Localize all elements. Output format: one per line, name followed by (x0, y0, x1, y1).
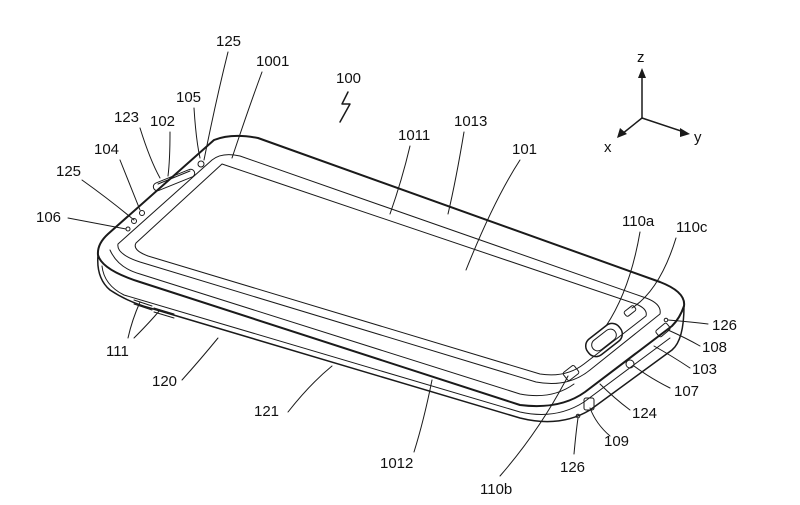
front-camera-icon (197, 160, 205, 168)
label-107: 107 (674, 383, 699, 400)
label-126-bottom: 126 (560, 459, 585, 476)
label-102: 102 (150, 113, 175, 130)
label-110a: 110a (622, 213, 655, 230)
reference-labels: 125 1001 105 123 102 104 125 106 1011 10… (36, 33, 737, 498)
microphone-hole-icon (663, 317, 669, 323)
label-108: 108 (702, 339, 727, 356)
usb-port-icon (655, 322, 671, 338)
label-101: 101 (512, 141, 537, 158)
speaker-grille (152, 168, 196, 192)
label-1011: 1011 (398, 127, 430, 144)
lightning-arrow-icon (339, 91, 351, 123)
recent-key-icon (623, 305, 637, 317)
label-125-top: 125 (216, 33, 241, 50)
label-121: 121 (254, 403, 279, 420)
axis-z-label: z (637, 49, 645, 66)
earphone-jack-icon (625, 359, 635, 369)
light-sensor-icon (131, 218, 137, 224)
label-1012: 1012 (380, 455, 413, 472)
label-109: 109 (604, 433, 629, 450)
bottom-rim (101, 265, 671, 415)
label-103: 103 (692, 361, 717, 378)
front-features (125, 160, 637, 381)
back-key-icon (562, 365, 580, 381)
label-125-left: 125 (56, 163, 81, 180)
home-button (584, 322, 624, 358)
label-123: 123 (114, 109, 139, 126)
label-1001: 1001 (256, 53, 289, 70)
leader-lines (67, 51, 709, 477)
led-indicator-icon (125, 226, 131, 232)
label-100: 100 (336, 70, 361, 87)
phone-body (96, 134, 686, 423)
volume-buttons (133, 299, 175, 319)
side-features (133, 299, 671, 419)
label-120: 120 (152, 373, 177, 390)
x-arrow-icon (617, 128, 627, 138)
label-126-right: 126 (712, 317, 737, 334)
axis-y-label: y (694, 129, 702, 146)
display-area (134, 163, 647, 376)
axis-triad: z y x (604, 49, 702, 156)
display-inner-edge (117, 154, 661, 384)
label-110b: 110b (480, 481, 512, 498)
label-1013: 1013 (454, 113, 487, 130)
label-124: 124 (632, 405, 657, 422)
device-reference: 100 (336, 70, 361, 123)
label-106: 106 (36, 209, 61, 226)
z-arrow-icon (638, 68, 646, 78)
y-arrow-icon (680, 128, 690, 137)
label-110c: 110c (676, 219, 708, 236)
axis-x-label: x (604, 139, 612, 156)
bottom-speaker-icon (583, 397, 595, 411)
label-104: 104 (94, 141, 119, 158)
label-105: 105 (176, 89, 201, 106)
proximity-sensor-icon (139, 210, 145, 216)
side-wall-edge (97, 254, 685, 423)
home-button-inner (591, 328, 617, 352)
label-111: 111 (106, 343, 129, 360)
